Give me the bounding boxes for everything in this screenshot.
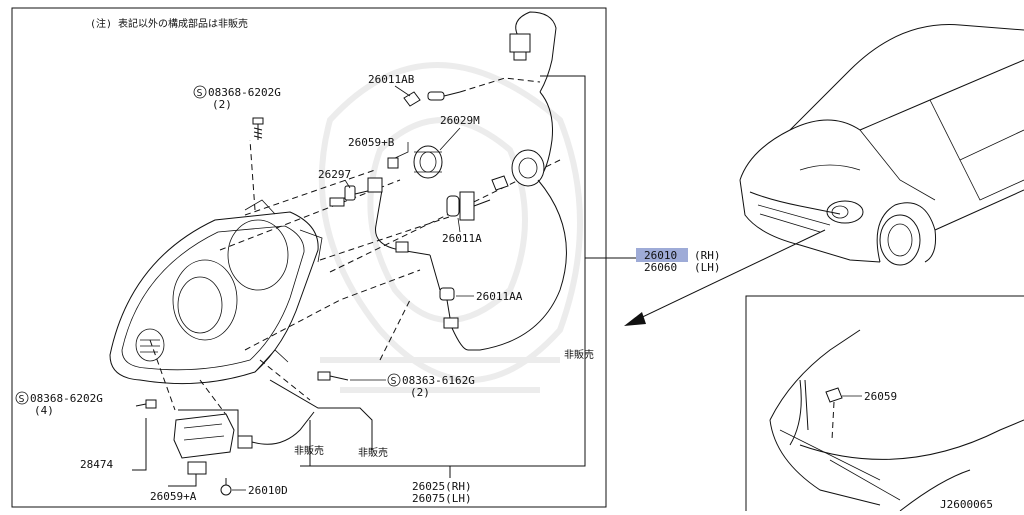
- label-26011ab: 26011AB: [368, 73, 415, 86]
- label-26010[interactable]: 26010: [644, 249, 677, 262]
- label-08368-left: S 08368-6202G (4): [15, 391, 103, 417]
- detail-inset: [745, 295, 1024, 512]
- label-26075: 26075(LH): [412, 492, 472, 505]
- bulb-26297[interactable]: [329, 185, 373, 207]
- svg-text:(2): (2): [410, 386, 430, 399]
- clip-26059b[interactable]: [387, 157, 399, 169]
- connector-top[interactable]: [509, 11, 557, 93]
- pointer-arrow: [624, 229, 826, 326]
- cap-26029m[interactable]: [413, 145, 443, 179]
- svg-text:S: S: [197, 88, 203, 99]
- label-26060: 26060: [644, 261, 677, 274]
- svg-text:(4): (4): [34, 404, 54, 417]
- bulb-26011a[interactable]: [446, 191, 491, 221]
- svg-text:08368-6202G: 08368-6202G: [208, 86, 281, 99]
- label-26060-side: (LH): [694, 261, 721, 274]
- label-28474: 28474: [80, 458, 113, 471]
- note-text: (注) 表記以外の構成部品は非販売: [90, 17, 248, 30]
- wire-harness[interactable]: [367, 177, 441, 291]
- highlight-26010: [636, 248, 688, 262]
- screw-top[interactable]: [252, 117, 264, 140]
- label-08368-top: S 08368-6202G (2): [193, 85, 281, 111]
- label-26297: 26297: [318, 168, 351, 181]
- label-26025: 26025(RH): [412, 480, 472, 493]
- label-26011a: 26011A: [442, 232, 482, 245]
- label-hihanbai-b: 非販売: [358, 446, 388, 459]
- car-illustration: [739, 24, 1024, 266]
- screw-left[interactable]: [135, 399, 157, 409]
- svg-text:(2): (2): [212, 98, 232, 111]
- svg-text:08368-6202G: 08368-6202G: [30, 392, 103, 405]
- svg-text:08363-6162G: 08363-6162G: [402, 374, 475, 387]
- label-26011aa: 26011AA: [476, 290, 523, 303]
- label-26029m: 26029M: [440, 114, 480, 127]
- label-hihanbai-right: 非販売: [564, 348, 594, 361]
- watermark-emblem: [318, 62, 583, 393]
- screw-08363[interactable]: [317, 371, 349, 381]
- bulb-26011aa[interactable]: [439, 287, 469, 351]
- ballast-28474[interactable]: [173, 413, 253, 475]
- label-26059a: 26059+A: [150, 490, 197, 503]
- socket-right[interactable]: [491, 149, 545, 191]
- bulb-26011ab[interactable]: [403, 91, 461, 107]
- bolt-26010d[interactable]: [220, 478, 232, 496]
- diagram-frame: [11, 7, 607, 508]
- svg-text:S: S: [19, 394, 25, 405]
- label-26010d: 26010D: [248, 484, 288, 497]
- label-08363: S 08363-6162G (2): [387, 373, 475, 399]
- reference-code: J2600065: [940, 498, 993, 511]
- label-26059b: 26059+B: [348, 136, 395, 149]
- label-26010-side: (RH): [694, 249, 721, 262]
- svg-text:S: S: [391, 376, 397, 387]
- label-26059: 26059: [864, 390, 897, 403]
- label-hihanbai-a: 非販売: [294, 444, 324, 457]
- headlamp-housing[interactable]: [109, 199, 323, 385]
